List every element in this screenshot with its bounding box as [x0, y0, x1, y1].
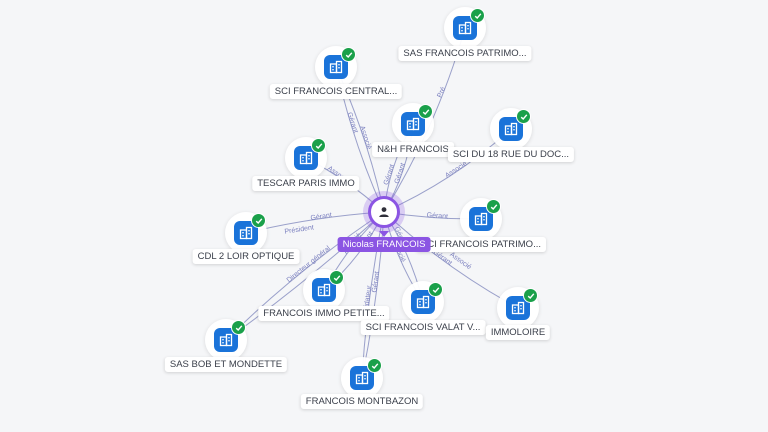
check-badge-icon — [367, 358, 382, 373]
edge-label: Associé — [358, 125, 372, 151]
company-label-tescar-paris-immo[interactable]: TESCAR PARIS IMMO — [252, 176, 360, 191]
company-label-cdl-2-loir-optique[interactable]: CDL 2 LOIR OPTIQUE — [192, 249, 300, 264]
check-badge-icon — [516, 109, 531, 124]
company-node-cdl-2-loir-optique[interactable] — [225, 212, 267, 254]
edge-label: Gérant — [426, 212, 448, 221]
company-label-sci-francois-patrimo[interactable]: SCI FRANCOIS PATRIMO... — [416, 237, 546, 252]
check-badge-icon — [251, 213, 266, 228]
edge-label: Associé — [444, 160, 468, 179]
edge-label: Pré — [436, 86, 447, 99]
company-label-sas-bob-et-mondette[interactable]: SAS BOB ET MONDETTE — [164, 357, 288, 372]
company-label-immoloire[interactable]: IMMOLOIRE — [485, 325, 551, 340]
company-node-sci-francois-patrimo[interactable] — [460, 198, 502, 240]
edge-label: Gérant — [345, 112, 358, 135]
check-badge-icon — [418, 104, 433, 119]
company-label-sas-francois-patrimo[interactable]: SAS FRANCOIS PATRIMO... — [398, 46, 532, 61]
company-node-sas-francois-patrimo[interactable] — [444, 7, 486, 49]
person-icon — [379, 207, 389, 217]
check-badge-icon — [341, 47, 356, 62]
check-badge-icon — [428, 282, 443, 297]
company-node-tescar-paris-immo[interactable] — [285, 137, 327, 179]
check-badge-icon — [486, 199, 501, 214]
check-badge-icon — [231, 320, 246, 335]
company-node-sci-francois-central[interactable] — [315, 46, 357, 88]
company-label-sci-francois-central[interactable]: SCI FRANCOIS CENTRAL... — [269, 84, 403, 99]
company-node-sci-francois-valat[interactable] — [402, 281, 444, 323]
company-node-sci-du-18-rue[interactable] — [490, 108, 532, 150]
company-label-sci-francois-valat[interactable]: SCI FRANCOIS VALAT V... — [360, 320, 486, 335]
company-node-francois-montbazon[interactable] — [341, 357, 383, 399]
check-badge-icon — [470, 8, 485, 23]
edge-label: Liquidateur — [362, 284, 374, 320]
building-icon — [234, 221, 258, 245]
company-node-immoloire[interactable] — [497, 287, 539, 329]
center-person-label[interactable]: Nicolas FRANCOIS — [337, 237, 431, 252]
building-icon — [401, 112, 425, 136]
building-icon — [350, 366, 374, 390]
check-badge-icon — [329, 270, 344, 285]
edge-label: Président — [284, 224, 314, 235]
company-node-francois-immo-petite[interactable] — [303, 269, 345, 311]
company-node-nh-francois[interactable] — [392, 103, 434, 145]
company-label-nh-francois[interactable]: N&H FRANCOIS — [372, 142, 454, 157]
company-label-sci-du-18-rue[interactable]: SCI DU 18 RUE DU DOC... — [447, 147, 575, 162]
company-label-francois-immo-petite[interactable]: FRANCOIS IMMO PETITE... — [258, 306, 390, 321]
check-badge-icon — [523, 288, 538, 303]
company-label-francois-montbazon[interactable]: FRANCOIS MONTBAZON — [300, 394, 424, 409]
center-person-node[interactable] — [368, 196, 400, 228]
edge-label: Gérant — [371, 271, 381, 293]
company-node-sas-bob-et-mondette[interactable] — [205, 319, 247, 361]
person-pin — [379, 231, 389, 237]
check-badge-icon — [311, 138, 326, 153]
edge-label: Gérant — [310, 212, 332, 222]
